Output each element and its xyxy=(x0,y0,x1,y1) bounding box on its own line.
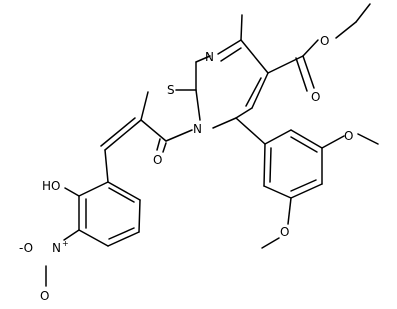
atom-s-ring: S xyxy=(167,83,175,97)
bond-lines xyxy=(45,3,379,287)
atom-o-ester-carbonyl: O xyxy=(311,90,320,104)
atom-labels: N S N O O O O O HO N + -O O xyxy=(19,34,353,303)
atom-ho-phenol: HO xyxy=(42,179,60,193)
atom-o-methoxy-top: O xyxy=(344,129,353,143)
atom-nitro-charge-plus: + xyxy=(62,239,69,248)
atom-n-bridge: N xyxy=(193,122,202,136)
atom-nitro-o: O xyxy=(40,289,49,303)
atom-nitro-o-minus: -O xyxy=(19,241,33,255)
atom-nitro-n: N xyxy=(52,241,61,255)
atom-n-ring: N xyxy=(205,50,214,64)
atom-o-methoxy-bottom: O xyxy=(280,225,289,239)
atom-o-keto: O xyxy=(153,153,162,167)
atom-o-ester-ether: O xyxy=(320,34,329,48)
